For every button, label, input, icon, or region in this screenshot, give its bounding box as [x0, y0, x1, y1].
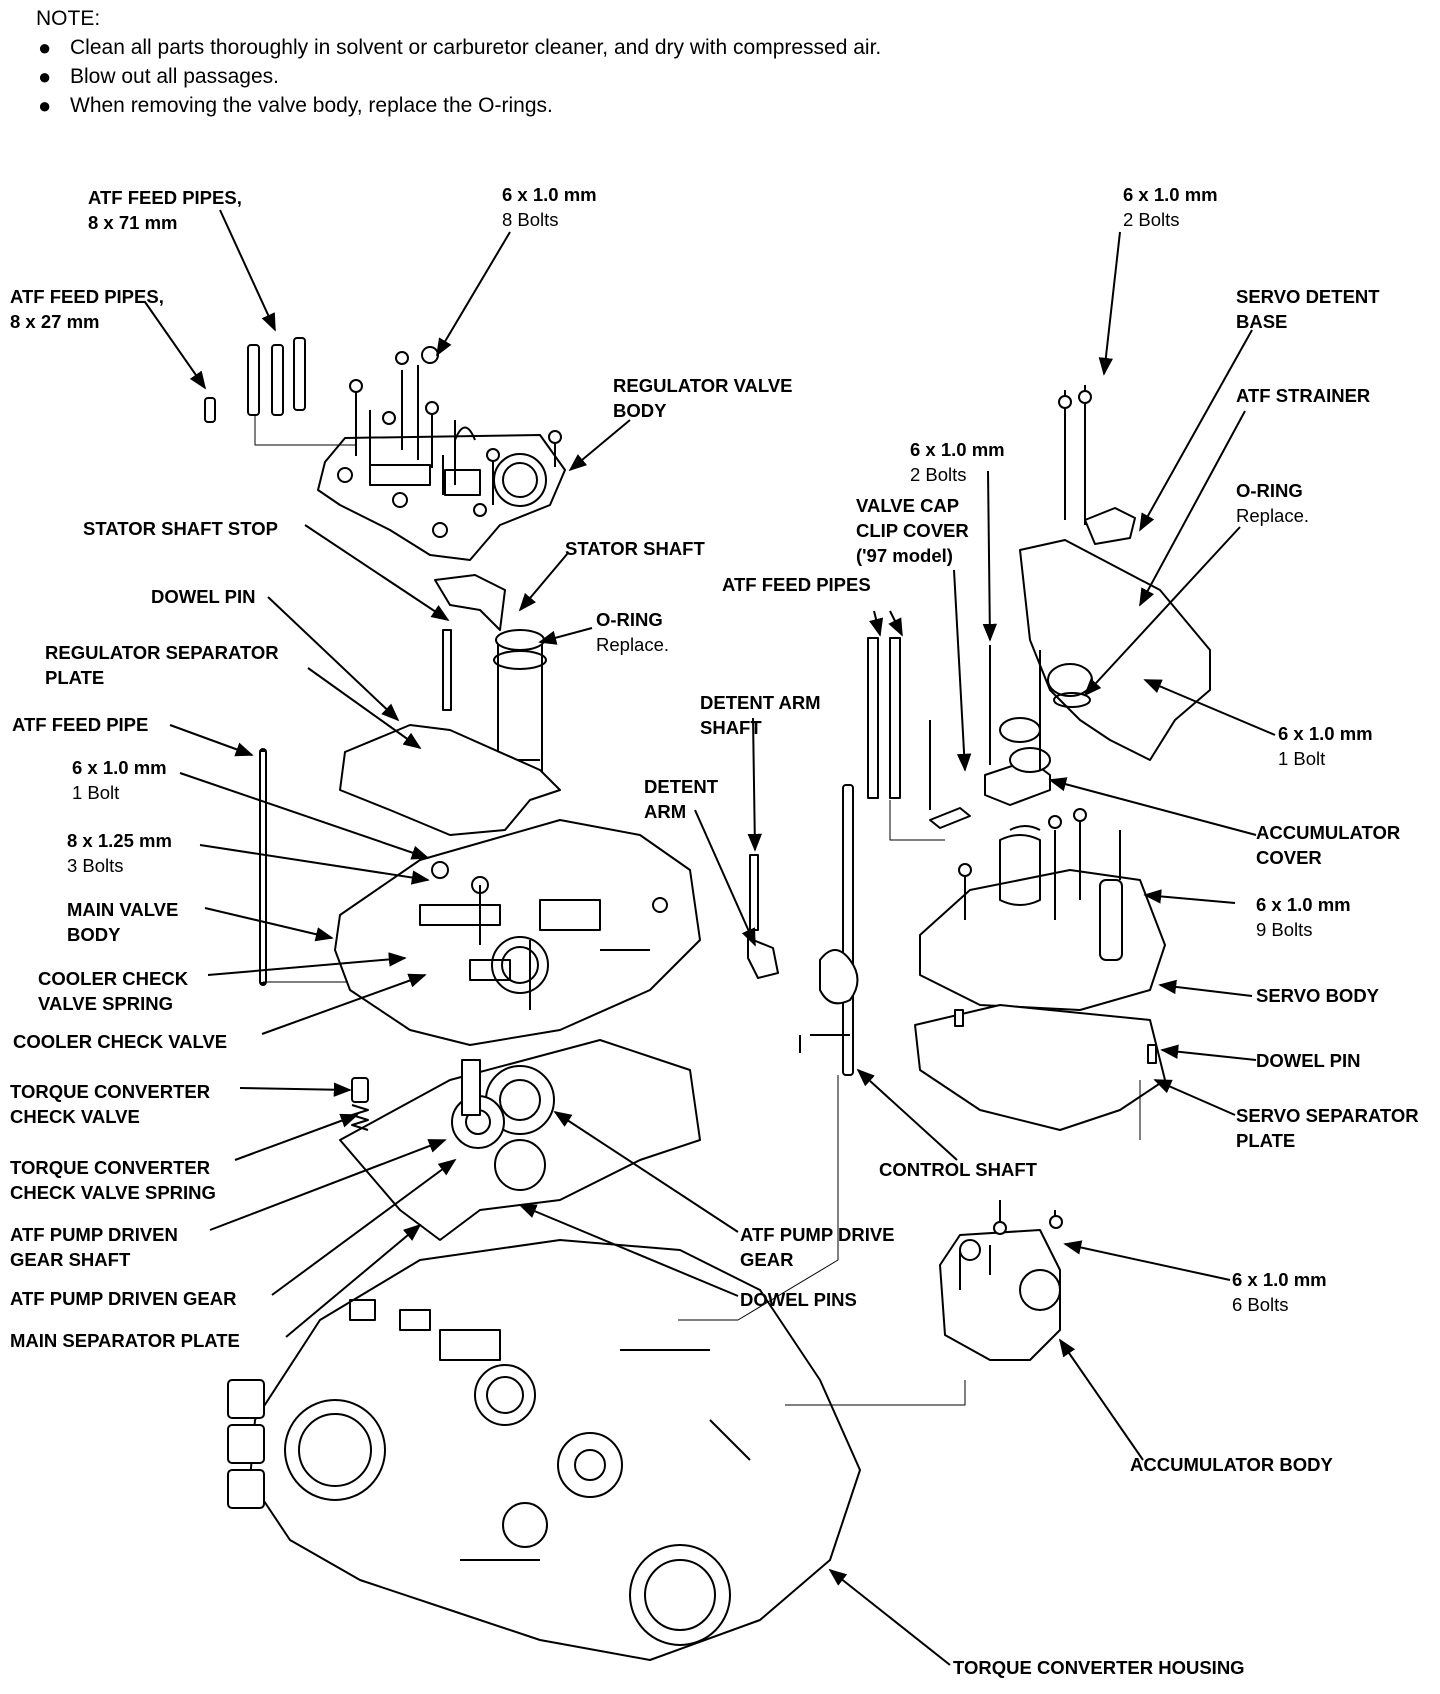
label-torque-converter-housing: TORQUE CONVERTER HOUSING [953, 1657, 1245, 1678]
control-shaft-drawing [799, 784, 859, 1076]
atf-feed-pipe-center-drawing [867, 637, 879, 799]
atf-feed-pipes-drawing [204, 337, 355, 446]
atf-feed-pipe-center-drawing [889, 637, 901, 799]
label-atf-pump-driven-gear: ATF PUMP DRIVEN GEAR [10, 1288, 237, 1309]
label-control-shaft: CONTROL SHAFT [879, 1159, 1037, 1180]
servo-body-drawing [919, 808, 1166, 1011]
label-atf-strainer: ATF STRAINER [1236, 385, 1371, 406]
note-block: NOTE: ●Clean all parts thoroughly in sol… [36, 4, 881, 120]
note-item: ●Blow out all passages. [38, 64, 279, 89]
label-stator-shaft: STATOR SHAFT [565, 538, 705, 559]
detent-arm-drawing [747, 937, 779, 979]
accumulator-cover-drawing [984, 645, 1051, 806]
label-atf-feed-pipes-71: ATF FEED PIPES,8 x 71 mm [88, 187, 242, 233]
atf-pump-gears-drawing [451, 1059, 555, 1191]
atf-strainer-drawing [1019, 539, 1211, 761]
bullet-icon: ● [38, 93, 52, 118]
label-atf-feed-pipes-27: ATF FEED PIPES,8 x 27 mm [10, 286, 164, 332]
note-title: NOTE: [36, 7, 101, 30]
label-stator-shaft-stop: STATOR SHAFT STOP [83, 518, 278, 539]
note-item: ●Clean all parts thoroughly in solvent o… [38, 35, 882, 60]
label-atf-feed-pipe: ATF FEED PIPE [12, 714, 149, 735]
bullet-icon: ● [38, 64, 52, 89]
servo-detent-base-drawing [1058, 385, 1136, 545]
accumulator-body-drawing [939, 1200, 1063, 1361]
valve-cap-clip-cover-drawing [929, 807, 971, 829]
tc-check-valve-drawing [351, 1077, 369, 1103]
leader-lines [144, 209, 1276, 1666]
bullet-icon: ● [38, 35, 52, 60]
main-valve-body-drawing [334, 819, 701, 1046]
label-dowel-pin-left: DOWEL PIN [151, 586, 256, 607]
label-servo-body: SERVO BODY [1256, 985, 1380, 1006]
torque-converter-housing-drawing [227, 1239, 861, 1661]
label-atf-feed-pipes-center: ATF FEED PIPES [722, 574, 871, 595]
regulator-separator-plate-drawing [339, 724, 561, 836]
bolt-group-regulator [349, 346, 562, 505]
label-accumulator-body: ACCUMULATOR BODY [1130, 1454, 1333, 1475]
servo-separator-plate-drawing [914, 1004, 1166, 1131]
note-item: ●When removing the valve body, replace t… [38, 93, 553, 118]
detent-arm-shaft-drawing [749, 854, 759, 931]
note-list: ●Clean all parts thoroughly in solvent o… [36, 33, 881, 120]
alignment-lines [263, 800, 1141, 1406]
label-main-separator-plate: MAIN SEPARATOR PLATE [10, 1330, 240, 1351]
label-dowel-pins: DOWEL PINS [740, 1289, 857, 1310]
label-cooler-check-valve: COOLER CHECK VALVE [13, 1031, 228, 1052]
label-dowel-pin-right: DOWEL PIN [1256, 1050, 1361, 1071]
